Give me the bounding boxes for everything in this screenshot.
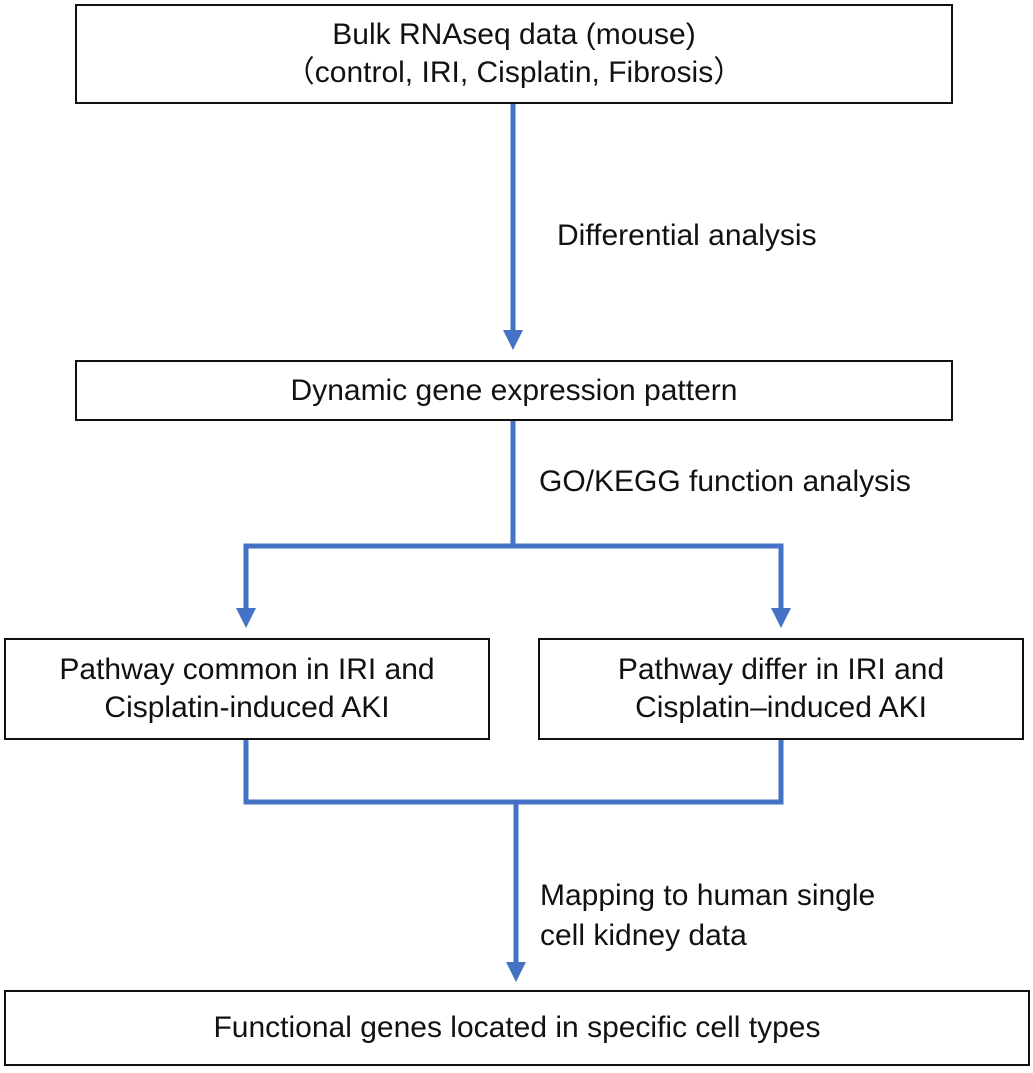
pathway-differ-box: Pathway differ in IRI and Cisplatin–indu… [538, 638, 1024, 740]
go-kegg-label: GO/KEGG function analysis [539, 465, 911, 498]
pathway-differ-line1: Pathway differ in IRI and [617, 653, 945, 686]
connector-dynamic-split [243, 418, 784, 613]
mapping-label-line1: Mapping to human single [540, 879, 876, 912]
arrowhead-functional [506, 962, 526, 982]
arrowhead-common [236, 608, 256, 628]
bulk-rnaseq-box: Bulk RNAseq data (mouse) （control, IRI, … [75, 4, 953, 104]
bulk-rnaseq-conditions: （control, IRI, Cisplatin, Fibrosis） [284, 56, 744, 89]
mapping-label-line2: cell kidney data [540, 919, 747, 952]
bulk-rnaseq-title: Bulk RNAseq data (mouse) [332, 18, 696, 51]
pathway-common-line1: Pathway common in IRI and [59, 653, 435, 686]
arrowhead-differ [771, 608, 791, 628]
pathway-common-line2: Cisplatin-induced AKI [104, 691, 390, 724]
pathway-differ-line2: Cisplatin–induced AKI [635, 691, 927, 724]
functional-genes-text: Functional genes located in specific cel… [213, 1011, 821, 1044]
mapping-label: Mapping to human single cell kidney data [540, 876, 875, 956]
pathway-common-box: Pathway common in IRI and Cisplatin-indu… [4, 638, 490, 740]
differential-analysis-label: Differential analysis [557, 219, 817, 252]
dynamic-pattern-box: Dynamic gene expression pattern [75, 360, 953, 421]
connector-merge [243, 737, 784, 967]
dynamic-pattern-text: Dynamic gene expression pattern [290, 373, 738, 407]
functional-genes-box: Functional genes located in specific cel… [4, 990, 1030, 1066]
arrowhead-dynamic [503, 330, 523, 350]
